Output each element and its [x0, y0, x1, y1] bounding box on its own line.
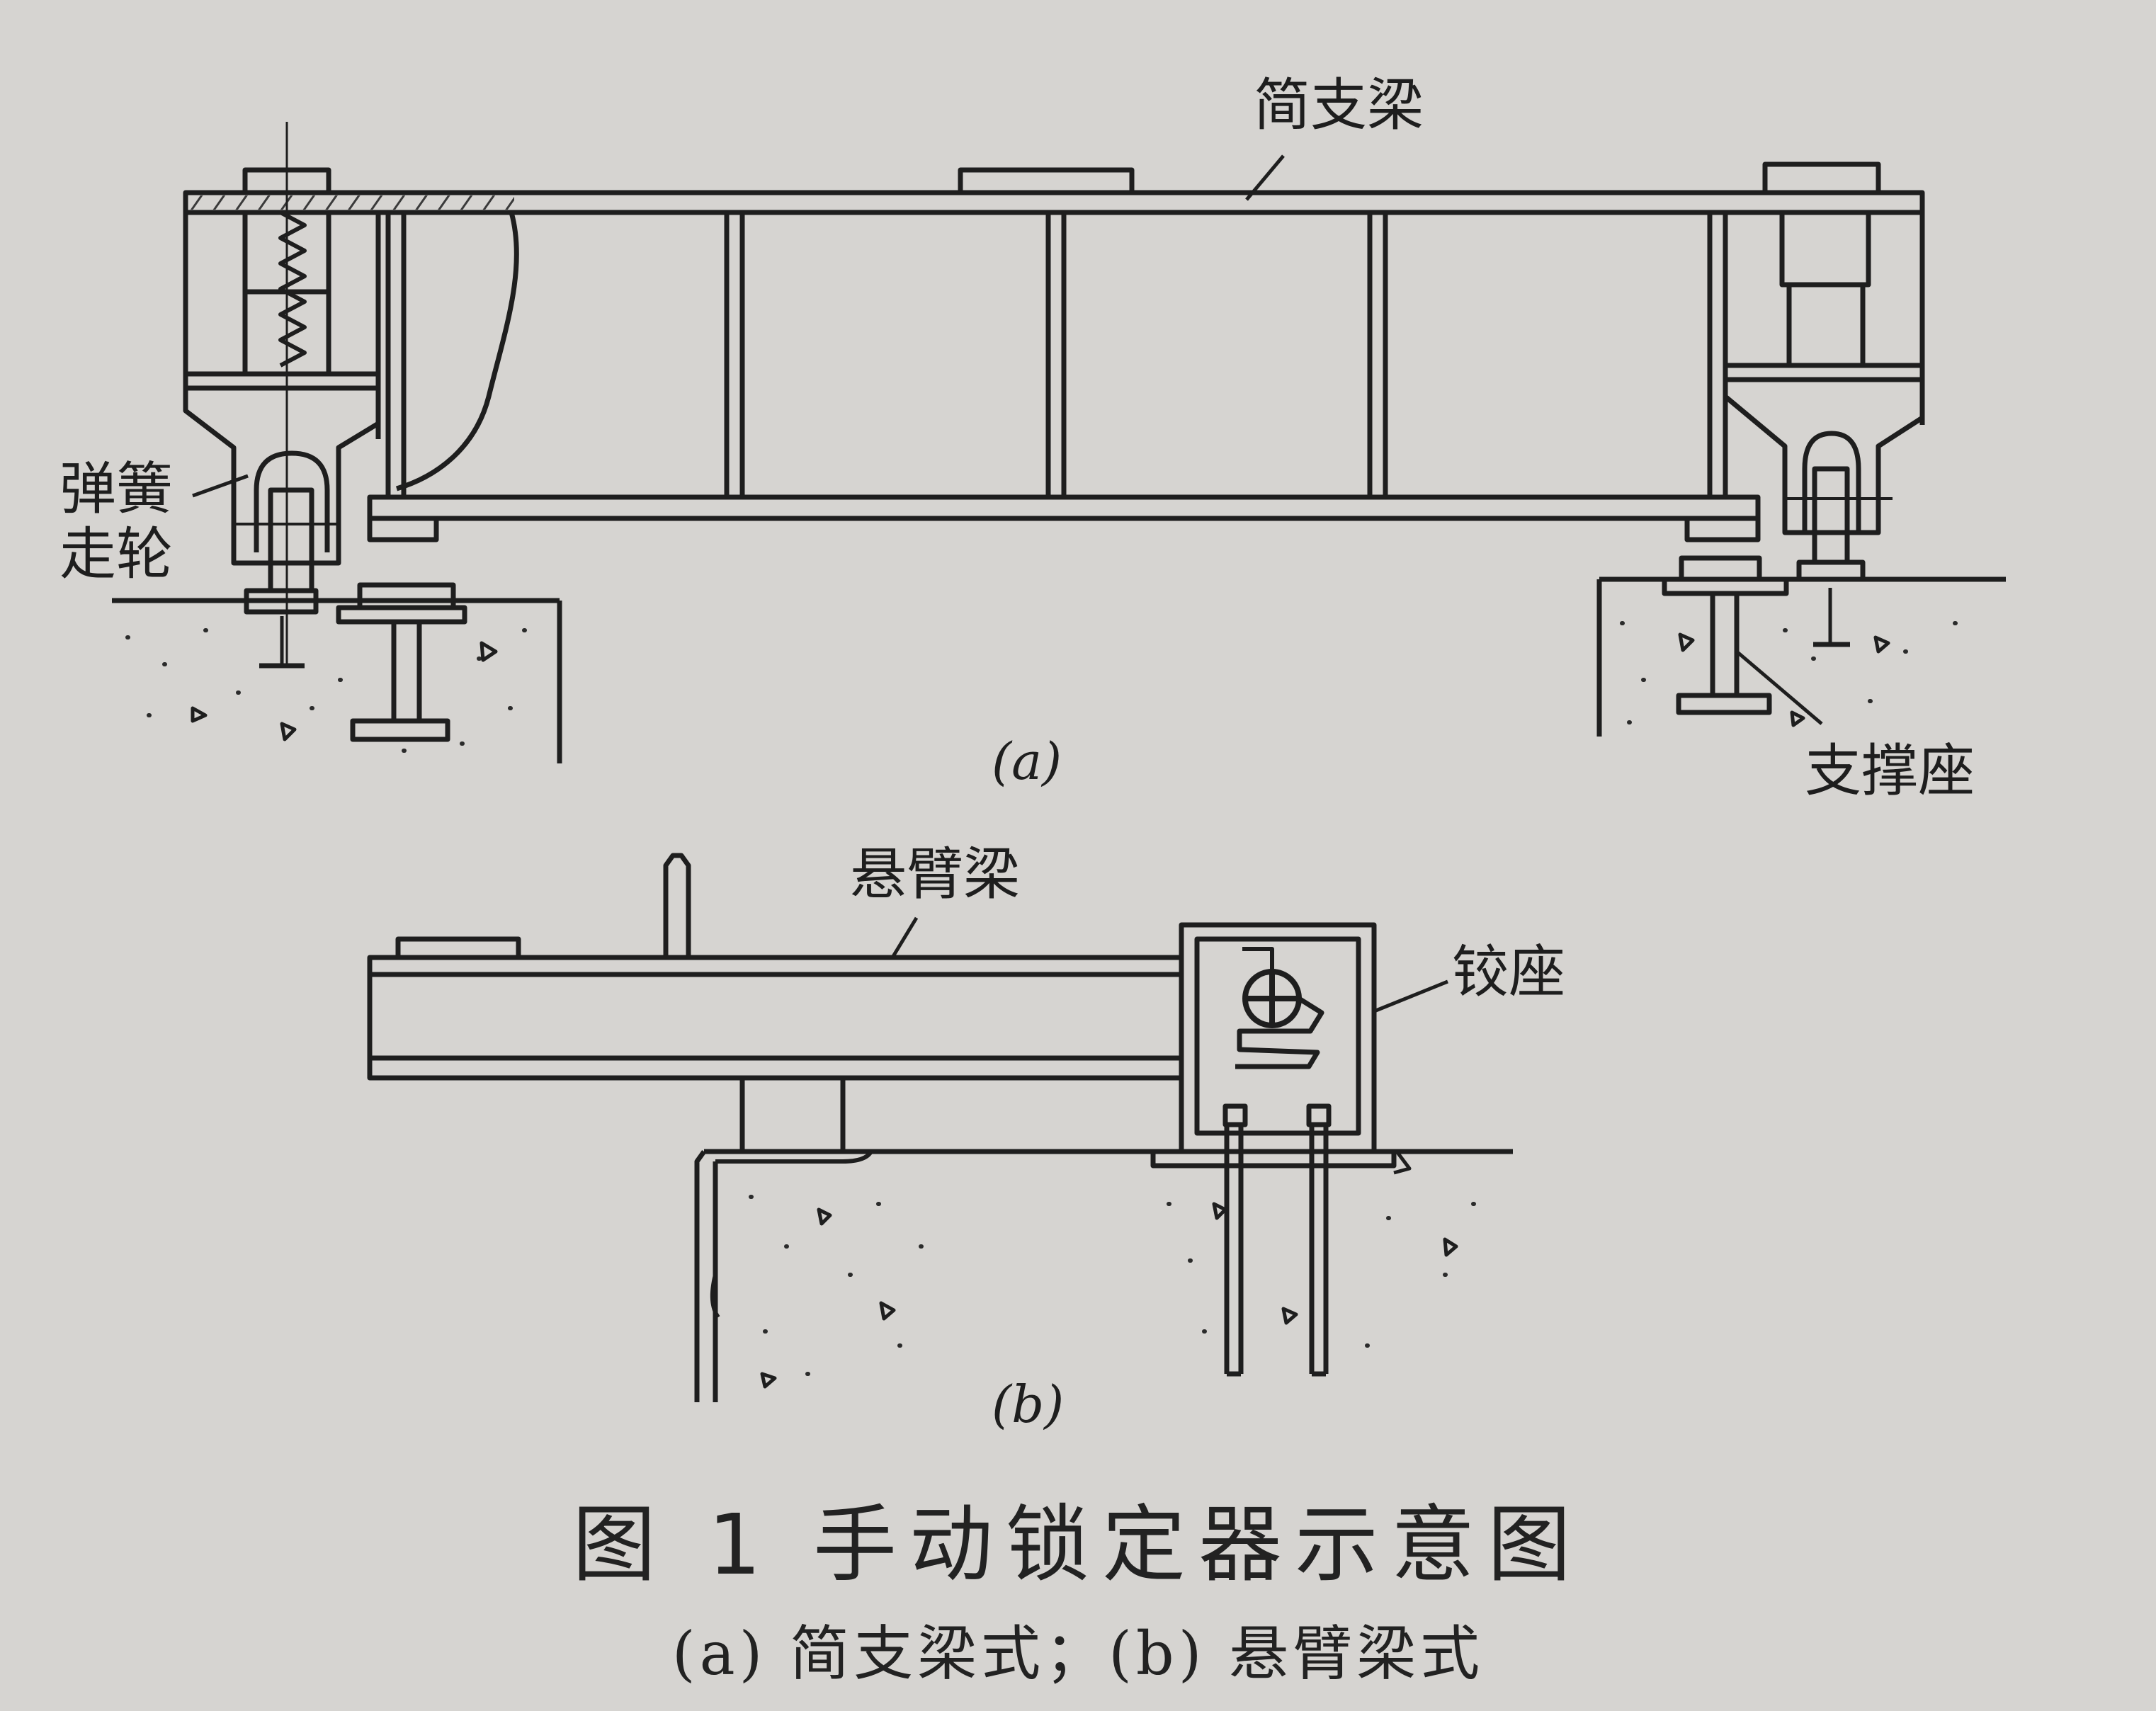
- hinge-seat-box: [1150, 922, 1397, 1169]
- spring-coil: [278, 210, 307, 368]
- cantilever-support: [739, 1075, 846, 1154]
- leader-simple-beam: [1245, 154, 1285, 201]
- subfigure-b: [367, 853, 1513, 1402]
- label-cantilever-beam: 悬臂梁: [850, 841, 1020, 907]
- right-wheel-assembly: [1723, 193, 1925, 647]
- frame-posts: [385, 210, 1728, 500]
- figure-title: 图 1 手动锁定器示意图: [572, 1496, 1584, 1593]
- label-hinge-seat: 铰座: [1452, 939, 1565, 1005]
- cantilever-ground: [694, 1149, 1513, 1402]
- label-support-seat: 支撑座: [1805, 738, 1975, 804]
- leader-support-seat: [1735, 650, 1823, 725]
- break-line: [395, 212, 519, 491]
- right-support-seat: [1662, 555, 1823, 725]
- label-subfigure-b: (b): [992, 1375, 1064, 1434]
- label-simple-beam: 简支梁: [1254, 72, 1424, 138]
- lock-pin: [663, 853, 691, 957]
- right-ground: [1596, 576, 2006, 737]
- label-subfigure-a: (a): [992, 732, 1062, 791]
- lower-beam: [367, 494, 1761, 542]
- subfigure-a: [112, 122, 2006, 763]
- top-deck: [183, 161, 1925, 215]
- leader-hinge-seat: [1373, 979, 1448, 1013]
- leader-cantilever-beam: [890, 916, 919, 959]
- label-spring-wheel-line1: 弹簧: [59, 456, 173, 522]
- left-support-seat: [336, 582, 467, 742]
- label-spring-wheel-line2: 走轮: [59, 521, 173, 587]
- anchor-bolts: [1224, 1125, 1329, 1377]
- leader-spring-wheel: [192, 474, 249, 498]
- figure-subtitle: (a) 简支梁式；(b) 悬臂梁式: [671, 1619, 1485, 1688]
- cantilever-beam-body: [367, 853, 1184, 1081]
- left-spring-wheel-assembly: [183, 122, 381, 669]
- left-ground: [112, 598, 562, 763]
